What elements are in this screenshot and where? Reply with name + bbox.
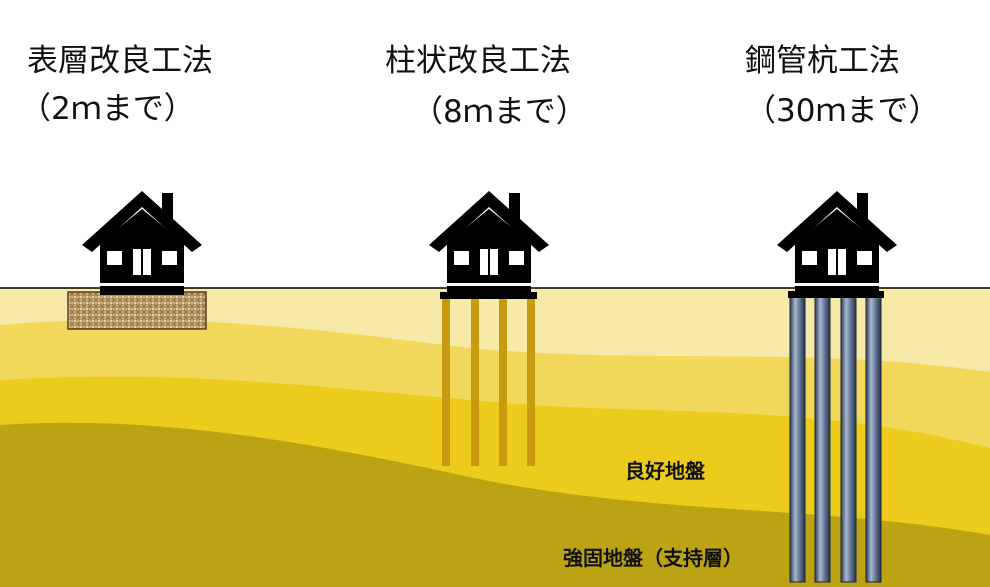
steel-pile bbox=[840, 295, 857, 583]
method-title-steel: 鋼管杭工法 bbox=[745, 43, 900, 79]
steel-pile bbox=[814, 295, 831, 583]
layer-label-bearing: 強固地盤（支持層） bbox=[563, 546, 743, 570]
method-title-column: 柱状改良工法 bbox=[385, 43, 571, 79]
method-title-surface: 表層改良工法 bbox=[27, 43, 213, 79]
ground-layer-bottom bbox=[0, 422, 990, 587]
soil-column bbox=[442, 298, 450, 466]
method-depth-column: （8ｍまで） bbox=[412, 94, 587, 130]
house-icon bbox=[82, 191, 202, 295]
surface-improvement-mat bbox=[67, 291, 207, 330]
house-icon bbox=[777, 191, 897, 295]
steel-pile bbox=[865, 295, 882, 583]
method-depth-steel: （30ｍまで） bbox=[745, 93, 940, 129]
soil-column bbox=[499, 298, 507, 466]
soil-column bbox=[471, 298, 479, 466]
soil-columns bbox=[442, 298, 535, 466]
layer-label-good: 良好地盤 bbox=[625, 459, 705, 483]
method-depth-surface: （2ｍまで） bbox=[20, 91, 195, 127]
house-icon bbox=[429, 191, 549, 295]
steel-pile bbox=[789, 295, 806, 583]
steel-piles bbox=[789, 295, 882, 583]
column-footing bbox=[440, 292, 537, 299]
soil-column bbox=[527, 298, 535, 466]
